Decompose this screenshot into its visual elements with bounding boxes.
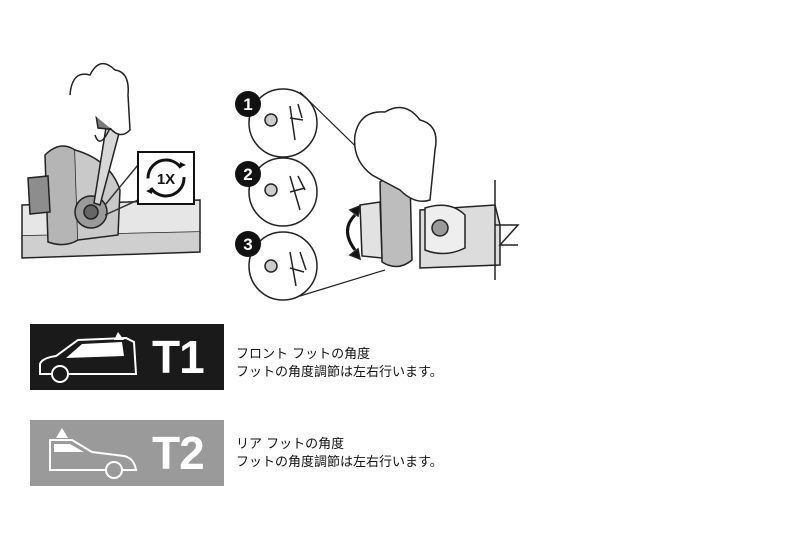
t1-description: フロント フットの角度 フットの角度調節は左右行います。	[236, 346, 443, 382]
rotation-icon: 1X	[137, 151, 195, 205]
step-number-2: 2	[243, 165, 252, 184]
step-number-1: 1	[243, 95, 252, 114]
step-number-3: 3	[243, 235, 252, 254]
t2-text: フットの角度調節は左右行います。	[236, 455, 443, 470]
foot-adjust-illustration	[346, 106, 520, 280]
rotation-count: 1X	[157, 171, 175, 188]
instruction-illustration: 1X 1 2 3	[21, 62, 520, 301]
screwdriver-illustration	[21, 62, 201, 259]
t1-title: フロント フットの角度	[236, 347, 371, 362]
t1-text: フットの角度調節は左右行います。	[236, 365, 443, 380]
badge-t2-label: T2	[152, 427, 205, 479]
t2-title: リア フットの角度	[236, 437, 345, 452]
step-numbers: 1 2 3	[235, 91, 261, 257]
car-front-icon	[39, 332, 138, 383]
step-circle-3	[248, 231, 318, 301]
badge-t2: T2	[30, 420, 224, 486]
badge-t1-label: T1	[152, 331, 205, 383]
car-rear-icon	[49, 428, 138, 479]
badge-t1: T1	[30, 324, 224, 390]
step-circle-1	[248, 88, 318, 158]
t2-description: リア フットの角度 フットの角度調節は左右行います。	[236, 436, 443, 472]
step-circle-2	[248, 157, 318, 227]
step-circles	[248, 88, 318, 301]
